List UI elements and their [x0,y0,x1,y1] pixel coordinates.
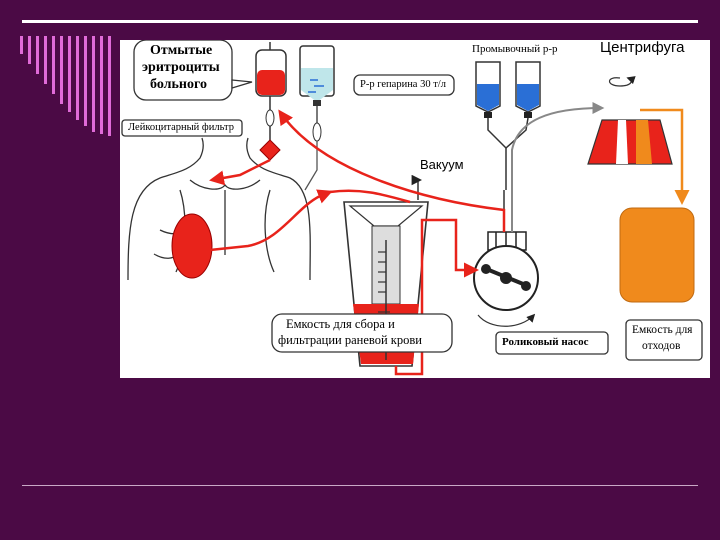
blood-flow-pump-to-bag [278,109,506,232]
patient-torso [127,137,311,281]
label-collection-1: Емкость для сбора и [286,317,395,331]
label-waste-2: отходов [642,340,681,352]
decorative-stripes [20,36,111,136]
label-waste-1: Емкость для [632,324,693,336]
label-leukocyte-filter: Лейкоцитарный фильтр [128,122,234,133]
label-vacuum: Вакуум [420,157,464,172]
blood-flow-to-patient [209,158,271,186]
cell-saver-diagram: Отмытые эритроциты больного Лейкоцитарны… [120,40,710,378]
label-washed-rbc-1: Отмытые [150,43,213,58]
flow-to-waste [640,108,690,205]
label-washed-rbc-2: эритроциты [142,60,220,75]
roller-pump [473,231,539,327]
washed-rbc-bag [255,42,287,161]
bottom-rule [22,485,698,486]
waste-container [619,207,695,303]
label-wash-solution: Промывочный р-р [472,43,558,55]
wash-solution-bags [475,61,541,232]
callout-heparin [353,74,455,96]
callout-roller-pump [495,331,609,355]
callout-collection [271,313,453,353]
heparin-bag [299,45,335,191]
centrifuge [587,76,673,165]
blood-flow-wound-to-reservoir [209,189,333,252]
callout-filter [121,119,243,137]
label-washed-rbc-3: больного [150,77,207,92]
label-roller-pump: Роликовый насос [502,336,589,348]
callout-washed-rbc [133,40,233,101]
flow-to-centrifuge [511,102,605,232]
label-collection-2: фильтрации раневой крови [278,333,422,347]
label-centrifuge: Центрифуга [600,39,685,56]
wound-area [171,213,213,279]
label-heparin: Р-р гепарина 30 т/л [360,79,446,90]
blood-flow-reservoir-to-pump [394,218,479,376]
blood-flow-reservoir-top [329,189,411,204]
diamond-filter-icon [259,139,281,161]
callout-waste [625,319,703,361]
vacuum-line [411,174,423,200]
top-rule [22,20,698,23]
